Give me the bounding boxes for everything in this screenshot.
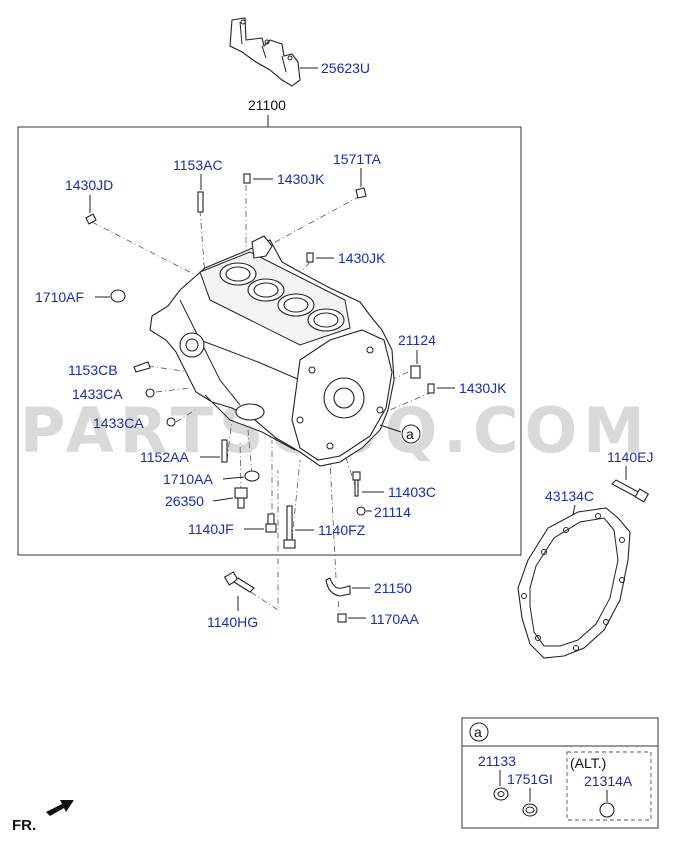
- callout-1140FZ[interactable]: 1140FZ: [318, 522, 366, 538]
- part-1710AA-oring[interactable]: [244, 470, 260, 482]
- part-1430JK-pin-c[interactable]: [427, 383, 435, 394]
- part-25623U-bracket[interactable]: [229, 17, 301, 87]
- callout-1433CA-b[interactable]: 1433CA: [93, 415, 144, 431]
- callout-25623U[interactable]: 25623U: [321, 60, 370, 76]
- front-arrow-icon: [46, 800, 74, 816]
- callout-1170AA[interactable]: 1170AA: [370, 611, 419, 627]
- part-1140FZ-bolt[interactable]: [283, 505, 296, 549]
- callout-1430JK-b[interactable]: 1430JK: [338, 250, 386, 266]
- part-21114-bolt[interactable]: [356, 506, 366, 516]
- callout-1710AA[interactable]: 1710AA: [163, 471, 213, 487]
- part-1152AA-plug[interactable]: [221, 439, 228, 463]
- callout-21100[interactable]: 21100: [248, 97, 286, 113]
- part-21133-plug[interactable]: [493, 787, 509, 801]
- part-1433CA-plug-b[interactable]: [166, 417, 176, 427]
- part-1430JD-pin[interactable]: [85, 213, 97, 225]
- callout-1430JK-a[interactable]: 1430JK: [277, 171, 325, 187]
- callout-1433CA-a[interactable]: 1433CA: [72, 386, 123, 402]
- callout-1710AF[interactable]: 1710AF: [35, 289, 84, 305]
- callout-43134C[interactable]: 43134C: [545, 488, 594, 504]
- part-26350-oil-jet[interactable]: [234, 487, 248, 509]
- assembly-frame-21100: [17, 126, 522, 556]
- part-1170AA-bolt[interactable]: [337, 613, 347, 623]
- inset-box: a 21133 1751GI (ALT.) 21314A: [461, 717, 659, 829]
- inset-marker-a: a: [474, 724, 482, 740]
- callout-1571TA[interactable]: 1571TA: [333, 151, 382, 167]
- callout-1140JF[interactable]: 1140JF: [188, 521, 234, 537]
- part-1571TA-plug[interactable]: [355, 187, 367, 199]
- part-43134C-gasket[interactable]: [517, 507, 631, 659]
- callout-1140HG[interactable]: 1140HG: [207, 614, 258, 630]
- callout-21124[interactable]: 21124: [398, 332, 436, 348]
- part-21150-dipstick-bracket[interactable]: [325, 577, 351, 597]
- ref-marker-a[interactable]: a: [401, 424, 421, 444]
- part-1140HG-bolt[interactable]: [223, 571, 255, 593]
- callout-21314A[interactable]: 21314A: [584, 773, 633, 789]
- part-21314A-plug[interactable]: [599, 802, 615, 818]
- front-direction-indicator: FR.: [12, 800, 74, 834]
- callout-1430JK-c[interactable]: 1430JK: [459, 380, 507, 396]
- cylinder-block-21100[interactable]: [149, 235, 395, 467]
- part-1433CA-plug-a[interactable]: [145, 388, 155, 398]
- callout-1140EJ[interactable]: 1140EJ: [607, 449, 653, 465]
- part-1710AF-oring[interactable]: [110, 289, 126, 303]
- callout-21133[interactable]: 21133: [478, 753, 516, 769]
- fr-label: FR.: [12, 817, 36, 834]
- part-1430JK-pin-b[interactable]: [306, 252, 314, 263]
- callout-1153CB[interactable]: 1153CB: [68, 362, 118, 378]
- part-21124-dowel[interactable]: [410, 365, 421, 379]
- callout-21150[interactable]: 21150: [374, 580, 412, 596]
- callout-26350[interactable]: 26350: [165, 493, 204, 509]
- part-1430JK-pin-a[interactable]: [243, 173, 251, 184]
- part-1751GI-gasket[interactable]: [522, 803, 538, 817]
- callout-21114[interactable]: 21114: [374, 504, 411, 520]
- callout-11403C[interactable]: 11403C: [388, 484, 436, 500]
- part-1153AC-plug[interactable]: [197, 191, 204, 213]
- callout-1751GI[interactable]: 1751GI: [507, 771, 553, 787]
- callout-1153AC[interactable]: 1153AC: [173, 157, 223, 173]
- alt-label: (ALT.): [570, 755, 606, 771]
- callout-1430JD[interactable]: 1430JD: [65, 177, 113, 193]
- part-1153CB-plug[interactable]: [133, 361, 151, 373]
- part-1140JF-bolt[interactable]: [265, 513, 277, 533]
- part-11403C-bolt[interactable]: [352, 471, 361, 497]
- ref-marker-a-label: a: [406, 426, 414, 442]
- part-1140EJ-bolt[interactable]: [611, 479, 650, 503]
- callout-1152AA[interactable]: 1152AA: [140, 449, 189, 465]
